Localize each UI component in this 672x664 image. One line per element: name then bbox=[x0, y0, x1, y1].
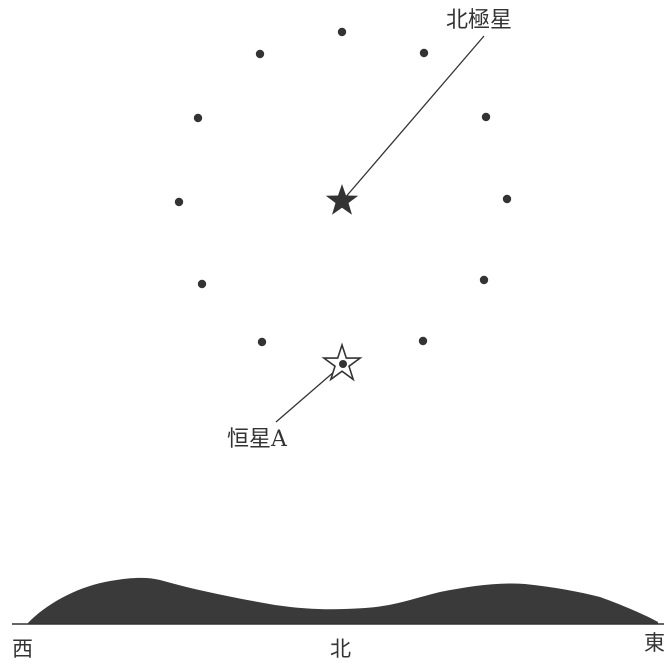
position-dot bbox=[256, 50, 264, 58]
position-dot bbox=[482, 113, 490, 121]
polaris-leader-line bbox=[344, 36, 484, 199]
star-a-dot-icon bbox=[339, 360, 347, 368]
position-dot bbox=[194, 114, 202, 122]
mountain-silhouette bbox=[28, 578, 658, 624]
position-dot bbox=[503, 195, 511, 203]
position-dot bbox=[175, 198, 183, 206]
polaris-label: 北極星 bbox=[446, 8, 512, 33]
position-dot bbox=[338, 28, 346, 36]
east-label: 東 bbox=[644, 631, 665, 655]
star-a-leader-line bbox=[276, 371, 335, 422]
star-a-label: 恒星A bbox=[227, 427, 288, 452]
position-dot bbox=[480, 276, 488, 284]
west-label: 西 bbox=[12, 637, 33, 661]
position-dot bbox=[258, 338, 266, 346]
position-dot bbox=[198, 280, 206, 288]
position-dot bbox=[420, 49, 428, 57]
north-label: 北 bbox=[330, 637, 351, 661]
position-dot bbox=[419, 337, 427, 345]
